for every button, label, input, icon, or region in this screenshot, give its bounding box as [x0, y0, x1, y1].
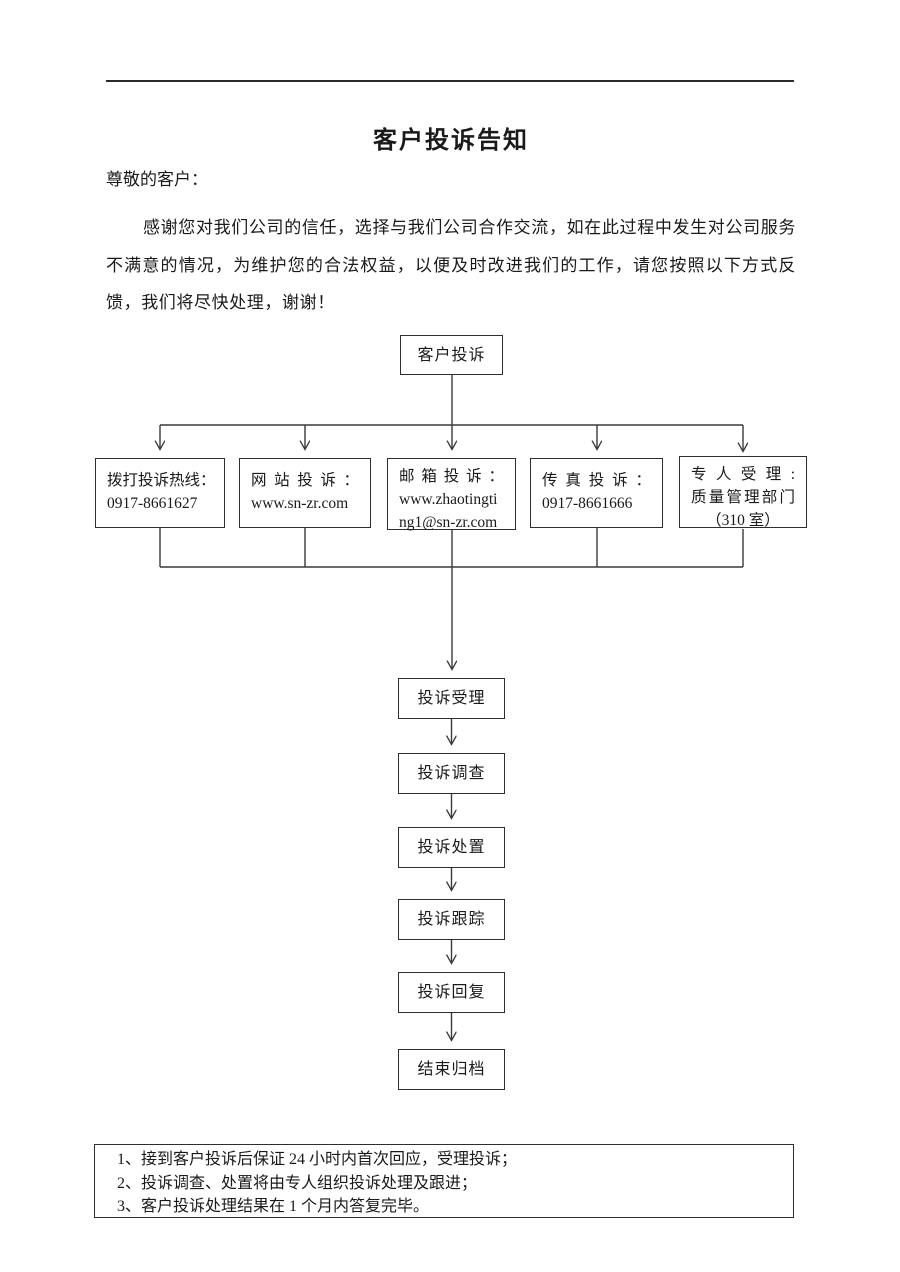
note-item-1: 1、接到客户投诉后保证 24 小时内首次回应，受理投诉； — [117, 1151, 518, 1168]
step-label: 投诉受理 — [417, 690, 486, 707]
document-title: 客户投诉告知 — [373, 127, 529, 154]
channel-fax-title: 传真投诉： — [542, 472, 651, 489]
channel-box-email: 邮箱投诉： www.zhaotingti ng1@sn-zr.com — [387, 458, 516, 531]
step-label: 结束归档 — [417, 1061, 486, 1078]
channel-box-website: 网站投诉： www.sn-zr.com — [239, 458, 371, 528]
note-item-2: 2、投诉调查、处置将由专人组织投诉处理及跟进； — [117, 1174, 478, 1192]
channel-in-person-title: 专人受理: — [691, 466, 795, 483]
channel-website-url: www.sn-zr.com — [251, 495, 349, 512]
intro-paragraph: 感谢您对我们公司的信任，选择与我们公司合作交流，如在此过程中发生对公司服务不满意… — [106, 218, 796, 312]
channel-box-hotline: 拨打投诉热线： 0917-8661627 — [95, 458, 225, 528]
step-box-reply: 投诉回复 — [398, 972, 505, 1013]
channel-email-address-line2: ng1@sn-zr.com — [399, 514, 498, 531]
channel-box-in-person: 专人受理: 质量管理部门 （310 室） — [679, 456, 807, 529]
step-box-archive: 结束归档 — [398, 1049, 505, 1090]
channel-box-fax: 传真投诉： 0917-8661666 — [530, 458, 663, 528]
step-label: 投诉回复 — [417, 984, 486, 1001]
step-label: 投诉调查 — [417, 765, 486, 782]
step-box-tracking: 投诉跟踪 — [398, 899, 505, 940]
salutation: 尊敬的客户： — [106, 170, 208, 189]
channel-fax-number: 0917-8661666 — [542, 495, 633, 512]
channel-email-title: 邮箱投诉： — [399, 468, 504, 485]
channel-in-person-room: （310 室） — [706, 512, 780, 529]
flow-start-label: 客户投诉 — [417, 346, 486, 364]
flow-start-box: 客户投诉 — [400, 335, 503, 375]
channel-email-address-line1: www.zhaotingti — [399, 491, 498, 508]
channel-in-person-dept: 质量管理部门 — [691, 489, 795, 506]
channel-hotline-title: 拨打投诉热线： — [107, 472, 216, 489]
note-item-3: 3、客户投诉处理结果在 1 个月内答复完毕。 — [117, 1198, 430, 1215]
step-box-investigation: 投诉调查 — [398, 753, 505, 794]
step-label: 投诉跟踪 — [417, 911, 486, 928]
step-box-handling: 投诉处置 — [398, 827, 505, 868]
notes-box: 1、接到客户投诉后保证 24 小时内首次回应，受理投诉； 2、投诉调查、处置将由… — [94, 1144, 794, 1218]
header-rule — [106, 80, 794, 82]
channel-hotline-number: 0917-8661627 — [107, 495, 198, 512]
step-box-acceptance: 投诉受理 — [398, 678, 505, 719]
channel-website-title: 网站投诉： — [251, 472, 359, 489]
step-label: 投诉处置 — [417, 839, 486, 856]
